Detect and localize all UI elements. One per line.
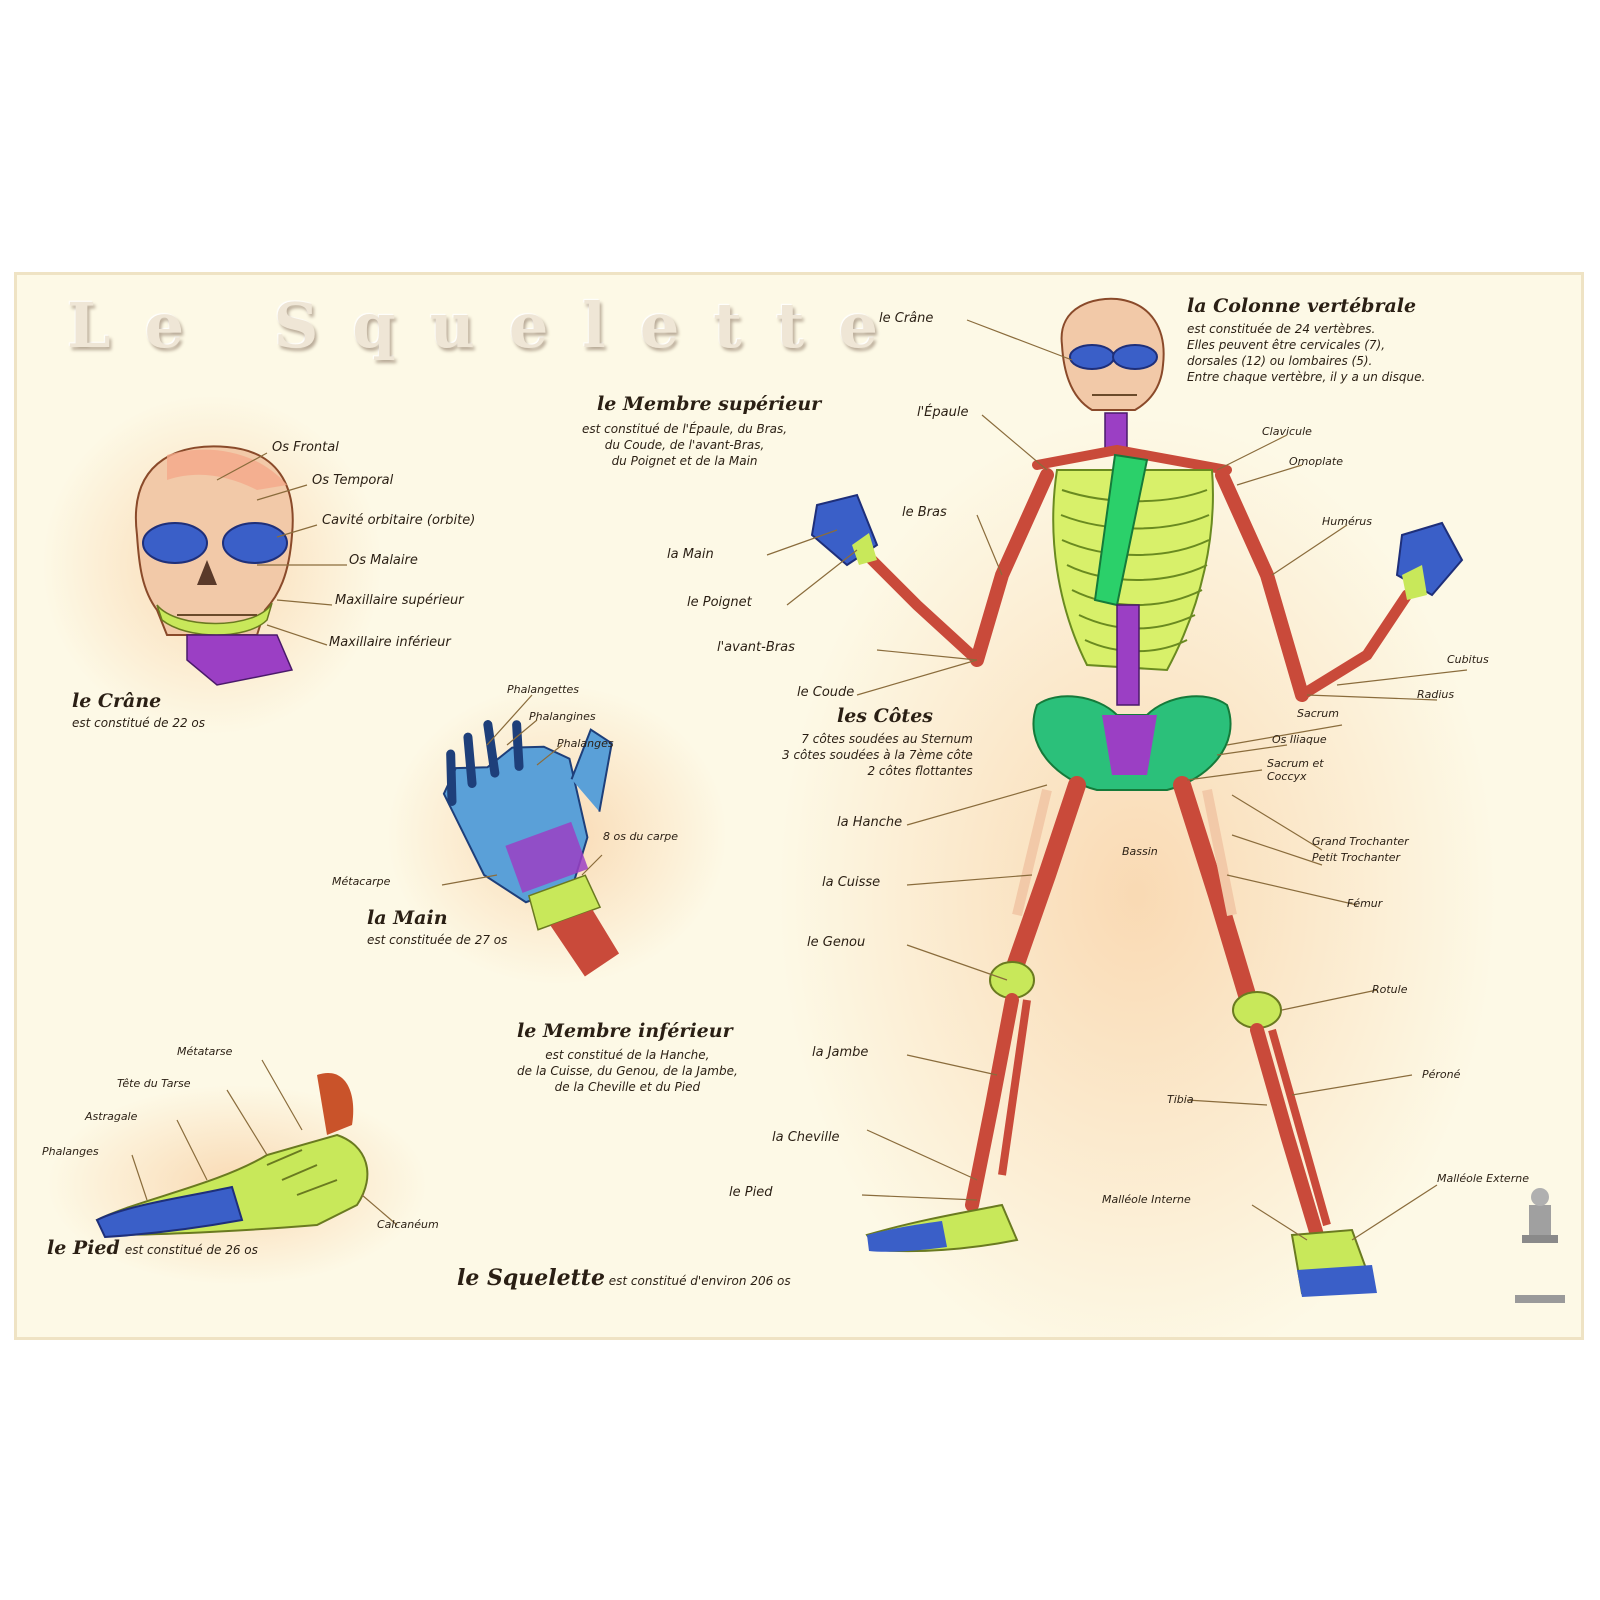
foot-label-tete-tarse: Tête du Tarse: [117, 1077, 191, 1090]
colonne-title: la Colonne vertébrale: [1187, 295, 1417, 317]
pied-text: est constitué de 26 os: [124, 1243, 258, 1257]
body-label-clavicule: Clavicule: [1262, 425, 1312, 438]
crane-text: est constitué de 22 os: [72, 716, 205, 730]
body-label-bras: le Bras: [902, 505, 947, 520]
membre-sup-title: le Membre supérieur: [597, 393, 822, 415]
hand-illustration: [442, 720, 620, 977]
body-label-epaule: l'Épaule: [917, 405, 969, 420]
skull-label-frontal: Os Frontal: [272, 440, 339, 455]
body-label-petit-trochanter: Petit Trochanter: [1312, 851, 1401, 864]
body-label-avant-bras: l'avant-Bras: [717, 640, 795, 655]
publisher-logo-icon: [1515, 1188, 1565, 1303]
membre-inf-title: le Membre inférieur: [517, 1020, 733, 1042]
hand-label-phalangines: Phalangines: [529, 710, 596, 723]
foot-label-calcaneum: Calcanéum: [377, 1218, 439, 1231]
footer-title: le Squelette: [457, 1265, 605, 1291]
foot-label-astragale: Astragale: [85, 1110, 138, 1123]
body-label-hanche: la Hanche: [837, 815, 903, 830]
body-label-cheville: la Cheville: [772, 1130, 840, 1145]
body-label-rotule: Rotule: [1372, 983, 1408, 996]
foot-label-phalanges: Phalanges: [42, 1145, 99, 1158]
crane-title: le Crâne: [72, 690, 162, 712]
hand-label-phalanges: Phalanges: [557, 737, 614, 750]
skull-label-maxillaire-sup: Maxillaire supérieur: [335, 593, 464, 608]
footer-text: est constitué d'environ 206 os: [608, 1274, 791, 1288]
cotes-text: 7 côtes soudées au Sternum 3 côtes soudé…: [782, 732, 973, 778]
body-label-grand-trochanter: Grand Trochanter: [1312, 835, 1409, 848]
skull-illustration: [134, 445, 294, 686]
skull-label-maxillaire-inf: Maxillaire inférieur: [329, 635, 451, 650]
body-label-os-iliaque: Os Iliaque: [1272, 733, 1327, 746]
membre-inf-text: est constitué de la Hanche, de la Cuisse…: [517, 1048, 738, 1094]
body-label-coude: le Coude: [797, 685, 855, 700]
body-label-tibia: Tibia: [1167, 1093, 1194, 1106]
body-label-crane: le Crâne: [879, 311, 934, 326]
body-label-jambe: la Jambe: [812, 1045, 869, 1060]
body-label-main: la Main: [667, 547, 714, 562]
cotes-title: les Côtes: [837, 705, 933, 727]
skull-label-malaire: Os Malaire: [349, 553, 418, 568]
body-label-radius: Radius: [1417, 688, 1455, 701]
main-text: est constituée de 27 os: [367, 933, 508, 947]
poster-footer: le Squelette est constitué d'environ 206…: [457, 1265, 791, 1291]
foot-label-metatarse: Métatarse: [177, 1045, 233, 1058]
skull-label-orbite: Cavité orbitaire (orbite): [322, 513, 476, 528]
colonne-text: est constituée de 24 vertèbres. Elles pe…: [1187, 322, 1426, 384]
main-title: la Main: [367, 907, 448, 929]
body-label-omoplate: Omoplate: [1289, 455, 1343, 468]
body-label-femur: Fémur: [1347, 897, 1383, 910]
skull-label-temporal: Os Temporal: [312, 473, 394, 488]
body-label-sacrum: Sacrum: [1297, 707, 1339, 720]
body-label-perone: Péroné: [1422, 1068, 1461, 1081]
body-label-cubitus: Cubitus: [1447, 653, 1489, 666]
hand-label-carpe: 8 os du carpe: [603, 830, 678, 843]
skeleton-artwork: [42, 297, 1565, 1337]
body-label-malleole-interne: Malléole Interne: [1102, 1193, 1191, 1206]
foot-illustration: [95, 1073, 369, 1239]
hand-label-metacarpe: Métacarpe: [332, 875, 391, 888]
body-label-malleole-externe: Malléole Externe: [1437, 1172, 1529, 1185]
body-label-genou: le Genou: [807, 935, 866, 950]
body-label-sacrum-coccyx: Sacrum et Coccyx: [1267, 757, 1324, 783]
body-label-cuisse: la Cuisse: [822, 875, 881, 890]
leader-lines: [131, 319, 1468, 1241]
body-label-poignet: le Poignet: [687, 595, 752, 610]
membre-sup-text: est constitué de l'Épaule, du Bras, du C…: [582, 422, 788, 468]
skeleton-poster: Le Squelette le Crâne est constitué de 2…: [14, 272, 1584, 1340]
body-label-humerus: Humérus: [1322, 515, 1372, 528]
poster-title: Le Squelette: [67, 289, 912, 362]
hand-label-phalangettes: Phalangettes: [507, 683, 579, 696]
body-label-bassin: Bassin: [1122, 845, 1158, 858]
pied-title: le Pied: [47, 1237, 120, 1259]
pied-caption: le Pied est constitué de 26 os: [47, 1237, 258, 1259]
body-label-pied: le Pied: [729, 1185, 773, 1200]
full-skeleton-illustration: [810, 297, 1464, 1297]
